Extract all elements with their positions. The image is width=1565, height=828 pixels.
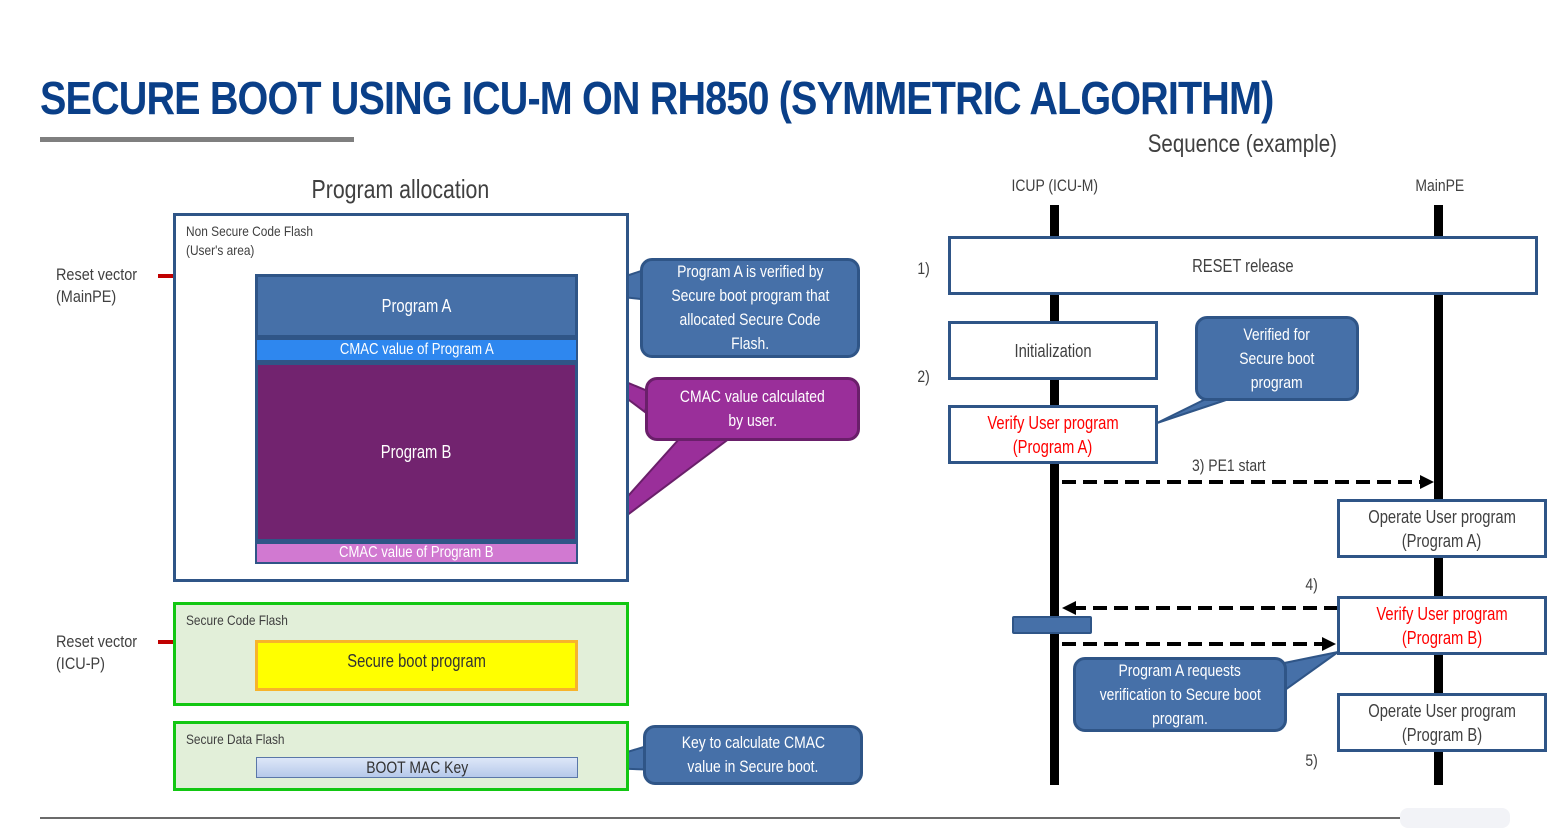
secure-code-region-label: Secure Code Flash <box>186 612 288 628</box>
secure-data-region-label: Secure Data Flash <box>186 731 285 747</box>
callout-key-calculate: Key to calculate CMAC value in Secure bo… <box>643 725 863 785</box>
reset-vector-mainpe-label: Reset vector (MainPE) <box>56 265 138 306</box>
operate-program-a-box: Operate User program (Program A) <box>1337 499 1547 558</box>
lifeline-mainpe <box>1434 205 1443 785</box>
callout-cmac-calculated: CMAC value calculated by user. <box>645 377 860 441</box>
cmac-program-a-block: CMAC value of Program A <box>255 338 578 362</box>
step-2-label: 2) <box>917 367 930 386</box>
secure-data-flash-region <box>173 721 629 791</box>
program-a-block: Program A <box>255 274 578 338</box>
message-pe1-start <box>1062 475 1434 489</box>
program-b-block: Program B <box>255 362 578 542</box>
initialization-box: Initialization <box>948 321 1158 380</box>
lifeline-label-mainpe: MainPE <box>1415 176 1465 195</box>
lifeline-icup <box>1050 205 1059 785</box>
secure-boot-program-block: Secure boot program <box>255 640 578 691</box>
step-3-label: 3) PE1 start <box>1192 456 1266 475</box>
message-verify-request <box>1062 601 1338 615</box>
verify-program-a-box: Verify User program (Program A) <box>948 405 1158 464</box>
boot-mac-key-block: BOOT MAC Key <box>256 757 578 778</box>
page-title: SECURE BOOT USING ICU-M ON RH850 (SYMMET… <box>40 72 1274 124</box>
step-4-label: 4) <box>1305 575 1318 594</box>
icup-activation-bar <box>1012 616 1092 634</box>
non-secure-region-label: Non Secure Code Flash (User's area) <box>186 223 314 258</box>
footer-widget[interactable] <box>1400 808 1510 828</box>
step-5-label: 5) <box>1305 751 1318 770</box>
allocation-heading: Program allocation <box>311 174 489 204</box>
lifeline-label-icup: ICUP (ICU-M) <box>1011 176 1099 195</box>
callout-program-a-verified: Program A is verified by Secure boot pro… <box>640 258 860 358</box>
footer-divider <box>40 817 1400 819</box>
title-underline <box>40 137 354 142</box>
reset-vector-icup-label: Reset vector (ICU-P) <box>56 632 138 673</box>
verify-program-b-box: Verify User program (Program B) <box>1337 596 1547 655</box>
cmac-program-b-block: CMAC value of Program B <box>255 542 578 564</box>
operate-program-b-box: Operate User program (Program B) <box>1337 693 1547 752</box>
callout-program-a-requests: Program A requests verification to Secur… <box>1073 657 1287 732</box>
sequence-heading: Sequence (example) <box>1147 130 1337 158</box>
message-verify-response <box>1062 637 1336 651</box>
step-1-label: 1) <box>917 259 930 278</box>
callout-verified-for: Verified for Secure boot program <box>1195 316 1359 401</box>
reset-release-box: RESET release <box>948 236 1538 295</box>
